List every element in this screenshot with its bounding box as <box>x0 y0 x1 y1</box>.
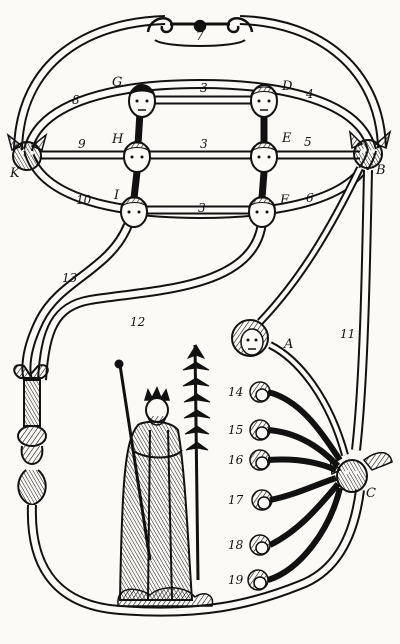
head-19 <box>247 569 269 591</box>
label-14: 14 <box>228 385 243 399</box>
c-branches <box>267 389 343 583</box>
label-3-low: 3 <box>198 201 206 215</box>
horizontal-bars <box>40 95 360 215</box>
ground-tuft <box>117 587 214 607</box>
label-f: F <box>279 193 290 208</box>
head-i <box>120 196 148 228</box>
label-11: 11 <box>340 327 355 341</box>
label-3-mid: 3 <box>200 137 208 151</box>
head-e <box>250 141 278 173</box>
head-h <box>123 141 151 173</box>
label-i: I <box>113 188 120 203</box>
label-a: A <box>283 337 293 352</box>
head-14 <box>249 381 271 403</box>
top-ornament <box>146 17 254 47</box>
head-a <box>231 319 269 357</box>
label-19: 19 <box>228 573 244 587</box>
label-7: 7 <box>196 29 204 43</box>
label-16: 16 <box>228 453 244 467</box>
label-10: 10 <box>76 193 92 207</box>
label-13: 13 <box>62 271 78 285</box>
winged-head-b <box>348 129 392 169</box>
label-h: H <box>111 132 124 147</box>
head-16 <box>249 449 271 471</box>
left-column-ornament <box>13 364 49 507</box>
label-15: 15 <box>228 423 243 437</box>
label-12: 12 <box>130 315 145 329</box>
label-6: 6 <box>306 191 314 205</box>
left-descending-band <box>21 221 267 382</box>
palm-branch <box>182 344 211 581</box>
label-18: 18 <box>228 538 244 552</box>
head-17 <box>251 489 273 511</box>
king-figure <box>114 359 194 601</box>
head-f <box>248 196 276 228</box>
outer-arc <box>13 15 387 151</box>
label-k: K <box>9 166 21 181</box>
label-5: 5 <box>304 135 312 149</box>
label-17: 17 <box>228 493 244 507</box>
head-15 <box>249 419 271 441</box>
winged-head-k <box>6 133 48 171</box>
head-18 <box>249 534 271 556</box>
label-c: C <box>366 486 376 501</box>
label-3-top: 3 <box>200 81 208 95</box>
label-9: 9 <box>78 137 86 151</box>
head-d <box>250 84 278 118</box>
label-e: E <box>281 131 292 146</box>
label-8: 8 <box>72 93 80 107</box>
label-4: 4 <box>305 87 314 101</box>
label-d: D <box>281 79 293 94</box>
label-g: G <box>112 75 122 90</box>
right-band <box>257 166 373 451</box>
a-to-c-band <box>268 341 349 457</box>
label-b: B <box>375 163 386 178</box>
head-g <box>128 84 156 118</box>
bottom-loop <box>26 489 365 617</box>
small-heads <box>247 381 273 591</box>
winged-head-c <box>328 451 393 493</box>
